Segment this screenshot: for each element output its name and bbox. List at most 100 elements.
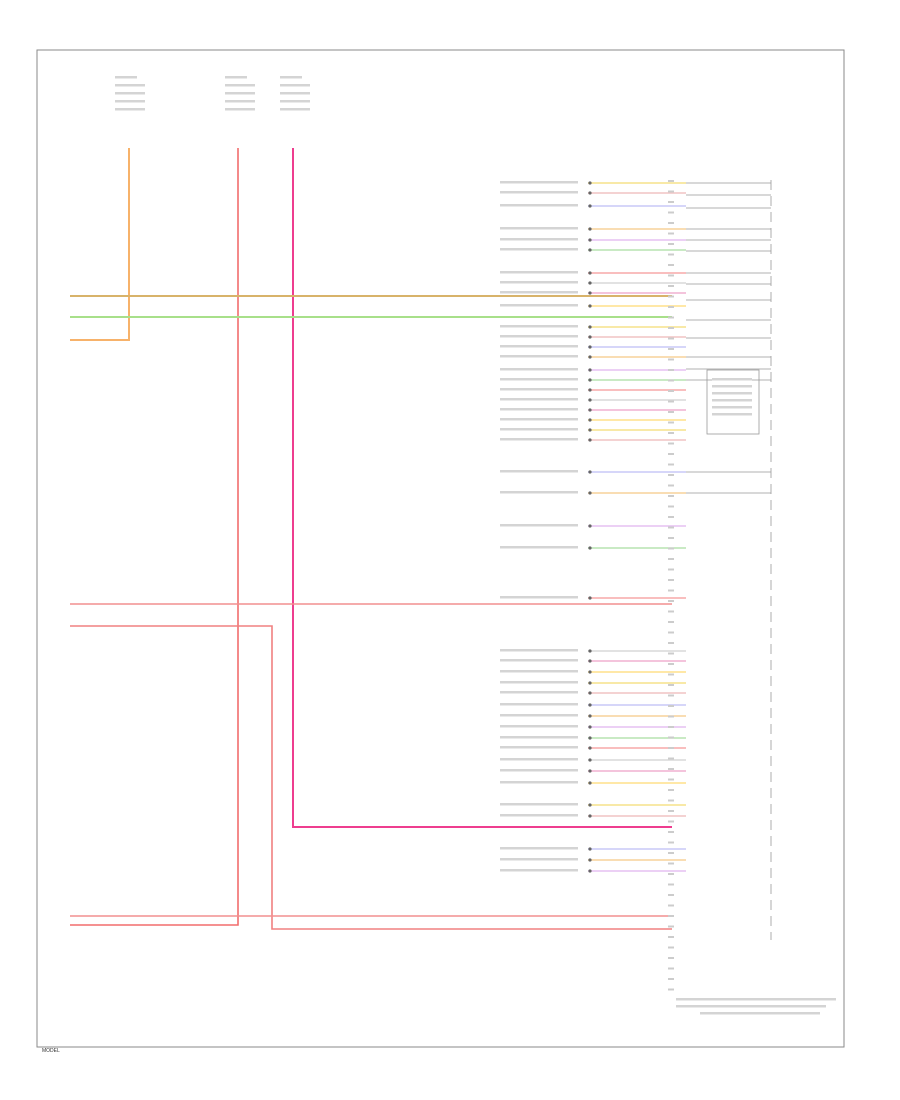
stub-terminal-3 [588,227,592,231]
module-pin [668,253,674,256]
module-pin [668,757,674,760]
module-pin [668,663,674,665]
stub-terminal-23 [588,491,592,495]
stub-caption-0 [500,181,578,184]
stub-caption-35 [500,736,578,739]
module-pin [668,505,674,508]
fuse-caption-1 [225,92,255,95]
wire-6 [70,625,672,930]
stub-terminal-20 [588,428,592,432]
control-module [115,76,836,1015]
module-pin [668,306,674,308]
module-pin [668,348,674,350]
stub-caption-40 [500,803,578,806]
fuse-caption-2 [280,84,310,87]
module-pin [668,652,674,655]
stub-terminal-19 [588,418,592,422]
stub-terminal-22 [588,470,592,474]
stub-terminal-9 [588,304,592,308]
stub-caption-20 [500,428,578,431]
stub-caption-16 [500,388,578,391]
fuse-caption-2 [280,92,310,95]
module-pin [668,600,674,602]
module-pin [668,747,674,749]
module-pin [668,694,674,697]
stub-terminal-25 [588,546,592,550]
module-pin [668,369,674,371]
stub-terminal-38 [588,769,592,773]
module-pin [668,810,674,812]
module-pin [668,190,674,193]
diagram-frame [36,49,845,1048]
stub-caption-11 [500,335,578,338]
stub-terminal-4 [588,238,592,242]
stub-terminal-5 [588,248,592,252]
module-pin [668,957,674,959]
stub-caption-34 [500,725,578,728]
right-bus-layer [668,180,772,991]
stub-caption-28 [500,659,578,662]
stub-caption-23 [500,491,578,494]
stub-caption-33 [500,714,578,717]
stub-terminal-12 [588,345,592,349]
stub-terminal-1 [588,191,592,195]
module-caption-bar [712,385,752,388]
module-pin [668,768,674,770]
module-pin [668,736,674,739]
stub-caption-21 [500,438,578,441]
stub-caption-9 [500,304,578,307]
module-pin [668,978,674,980]
stub-terminal-36 [588,746,592,750]
module-pin [668,610,674,613]
module-pin [668,411,674,413]
stub-caption-18 [500,408,578,411]
stub-caption-7 [500,281,578,284]
stub-caption-29 [500,670,578,673]
wire-1 [70,148,239,926]
stub-terminal-34 [588,725,592,729]
stub-terminal-16 [588,388,592,392]
stub-caption-12 [500,345,578,348]
module-pin [668,222,674,224]
stub-caption-22 [500,470,578,473]
stub-caption-30 [500,681,578,684]
module-pin [668,442,674,445]
stub-terminal-24 [588,524,592,528]
stub-terminal-29 [588,670,592,674]
stub-caption-27 [500,649,578,652]
stub-caption-10 [500,325,578,328]
fuse-caption-0 [115,108,145,111]
stub-caption-4 [500,238,578,241]
stub-caption-13 [500,355,578,358]
module-pin [668,631,674,634]
stub-terminal-28 [588,659,592,663]
module-pin [668,474,674,476]
connector-stub-layer [500,181,686,873]
stub-terminal-35 [588,736,592,740]
stub-caption-32 [500,703,578,706]
stub-terminal-44 [588,869,592,873]
module-pin [668,621,674,623]
stub-terminal-6 [588,271,592,275]
stub-terminal-31 [588,691,592,695]
stub-caption-8 [500,291,578,294]
stub-terminal-14 [588,368,592,372]
module-pin [668,337,674,340]
module-caption-bar [712,392,752,395]
module-pin [668,726,674,728]
stub-caption-5 [500,248,578,251]
fuse-caption-1 [225,100,255,103]
stub-caption-39 [500,781,578,784]
stub-terminal-11 [588,335,592,339]
module-footer-bar-1 [676,1005,826,1008]
module-pin [668,831,674,833]
stub-caption-17 [500,398,578,401]
module-pin [668,390,674,392]
wire-layer [70,148,672,930]
stub-caption-1 [500,191,578,194]
module-pin [668,421,674,424]
stub-caption-26 [500,596,578,599]
module-pin [668,537,674,539]
module-pin [668,642,674,644]
